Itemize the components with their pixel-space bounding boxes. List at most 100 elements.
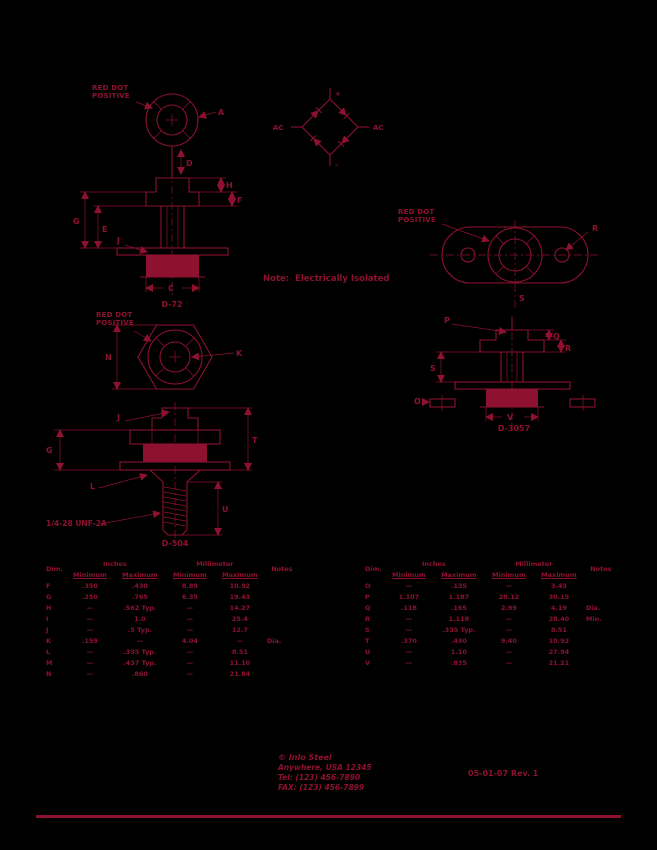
dim-row-O: O—.135—3.43 <box>363 580 618 591</box>
cell-notes <box>584 591 618 602</box>
ac-terminal-label: AC <box>273 124 284 132</box>
cell-in_min: — <box>405 647 413 656</box>
cell-in_min: .370 <box>400 636 417 645</box>
dim-letter: G <box>46 446 53 455</box>
cell-in_max: .765 <box>131 592 148 601</box>
dim-row-K: K.159—4.04—Dia. <box>44 635 299 646</box>
cell-notes <box>265 657 299 668</box>
dim-row-V: V—.835—21.21 <box>363 657 618 668</box>
dim-row-M: M—.437 Typ.—11.10 <box>44 657 299 668</box>
dim-letter: R <box>592 224 598 233</box>
cell-dim: I <box>46 614 49 623</box>
top-view-flange-mount-drawing: R S <box>430 220 600 308</box>
dim-letter: G <box>73 217 80 226</box>
cell-notes <box>584 646 618 657</box>
bottom-rule <box>36 815 621 818</box>
dim-letter: D <box>186 159 193 168</box>
dim-row-N: N—.860—21.84 <box>44 668 299 679</box>
polarity-positive-label: + <box>335 90 341 98</box>
dim-row-I: I—1.0—25.4 <box>44 613 299 624</box>
side-view-stud-mount-drawing: J L T G U <box>46 402 258 544</box>
cell-mm_min: 9.40 <box>500 636 517 645</box>
dim-letter: J <box>116 413 120 422</box>
dim-letter: S <box>519 294 525 303</box>
cell-in_min: — <box>86 625 94 634</box>
cell-mm_max: — <box>236 636 244 645</box>
cell-dim: L <box>46 647 51 656</box>
cell-in_min: — <box>86 647 94 656</box>
cell-mm_max: 19.43 <box>229 592 251 601</box>
label-line: RED DOT <box>398 208 435 216</box>
cell-dim: U <box>365 647 371 656</box>
cell-mm_max: 21.84 <box>229 669 251 678</box>
dim-letter: K <box>236 349 243 358</box>
cell-dim: M <box>46 658 53 667</box>
cell-mm_max: 25.4 <box>231 614 248 623</box>
dim-letter: C <box>168 284 174 293</box>
footer-address-block: © Inlo Steel Anywhere, USA 12345 Tel: (1… <box>278 753 372 793</box>
cell-in_min: — <box>86 658 94 667</box>
dim-letter: E <box>102 225 107 234</box>
cell-in_max: .860 <box>131 669 148 678</box>
dim-letter: F <box>237 196 242 205</box>
col-header-minmax: Minimum <box>492 570 526 579</box>
cell-in_max: .335 Typ. <box>442 625 476 634</box>
cell-mm_min: 6.35 <box>181 592 198 601</box>
col-header-minmax: Minimum <box>73 570 107 579</box>
cell-in_max: .430 <box>450 636 467 645</box>
cell-in_min: 1.107 <box>398 592 420 601</box>
cell-mm_min: — <box>186 647 194 656</box>
cell-in_max: 1.0 <box>134 614 146 623</box>
cell-mm_min: 2.99 <box>500 603 517 612</box>
cell-mm_max: 28.40 <box>548 614 570 623</box>
dim-letter: P <box>444 316 450 325</box>
col-group-millimeter: Millimeter <box>515 559 553 568</box>
label-line: RED DOT <box>96 311 133 319</box>
cell-dim: J <box>46 625 49 634</box>
cell-in_max: .430 <box>131 581 148 590</box>
cell-dim: P <box>365 592 370 601</box>
cell-notes <box>584 624 618 635</box>
cell-dim: K <box>46 636 52 645</box>
col-header-dim: Dim. <box>365 565 382 573</box>
dim-letter: Q <box>553 332 560 341</box>
cell-mm_min: — <box>505 581 513 590</box>
col-group-millimeter: Millimeter <box>196 559 234 568</box>
side-view-flat-base-drawing: H F G E J C <box>73 170 242 296</box>
cell-in_min: — <box>86 614 94 623</box>
cell-notes <box>265 591 299 602</box>
footer-address: Anywhere, USA 12345 <box>278 763 372 772</box>
cell-mm_max: 8.51 <box>231 647 248 656</box>
dim-row-L: L—.335 Typ.—8.51 <box>44 646 299 657</box>
drawing-name-flat-base: D-72 <box>161 300 183 309</box>
drawing-name-flange-mount: D-3057 <box>497 424 531 433</box>
cell-mm_min: — <box>186 603 194 612</box>
col-header-minmax: Maximum <box>541 570 577 579</box>
cell-mm_min: 28.12 <box>498 592 520 601</box>
dim-letter: U <box>222 505 229 514</box>
cell-notes <box>584 580 618 591</box>
dim-row-H: H—.562 Typ.—14.27 <box>44 602 299 613</box>
footer-fax: FAX: (123) 456-7899 <box>278 783 365 792</box>
label-line: POSITIVE <box>96 319 134 327</box>
cell-mm_min: 4.04 <box>181 636 198 645</box>
cell-dim: F <box>46 581 51 590</box>
dim-letter: L <box>90 482 95 491</box>
leader-line <box>441 223 490 243</box>
cell-mm_max: 3.43 <box>550 581 567 590</box>
dim-letter: O <box>414 397 421 406</box>
cell-mm_min: — <box>186 625 194 634</box>
dim-letter: N <box>105 353 112 362</box>
cell-in_min: .350 <box>81 581 98 590</box>
label-line: RED DOT <box>92 84 129 92</box>
col-group-inches: Inches <box>421 559 446 568</box>
col-header-minmax: Minimum <box>173 570 207 579</box>
cell-mm_max: 4.19 <box>550 603 567 612</box>
